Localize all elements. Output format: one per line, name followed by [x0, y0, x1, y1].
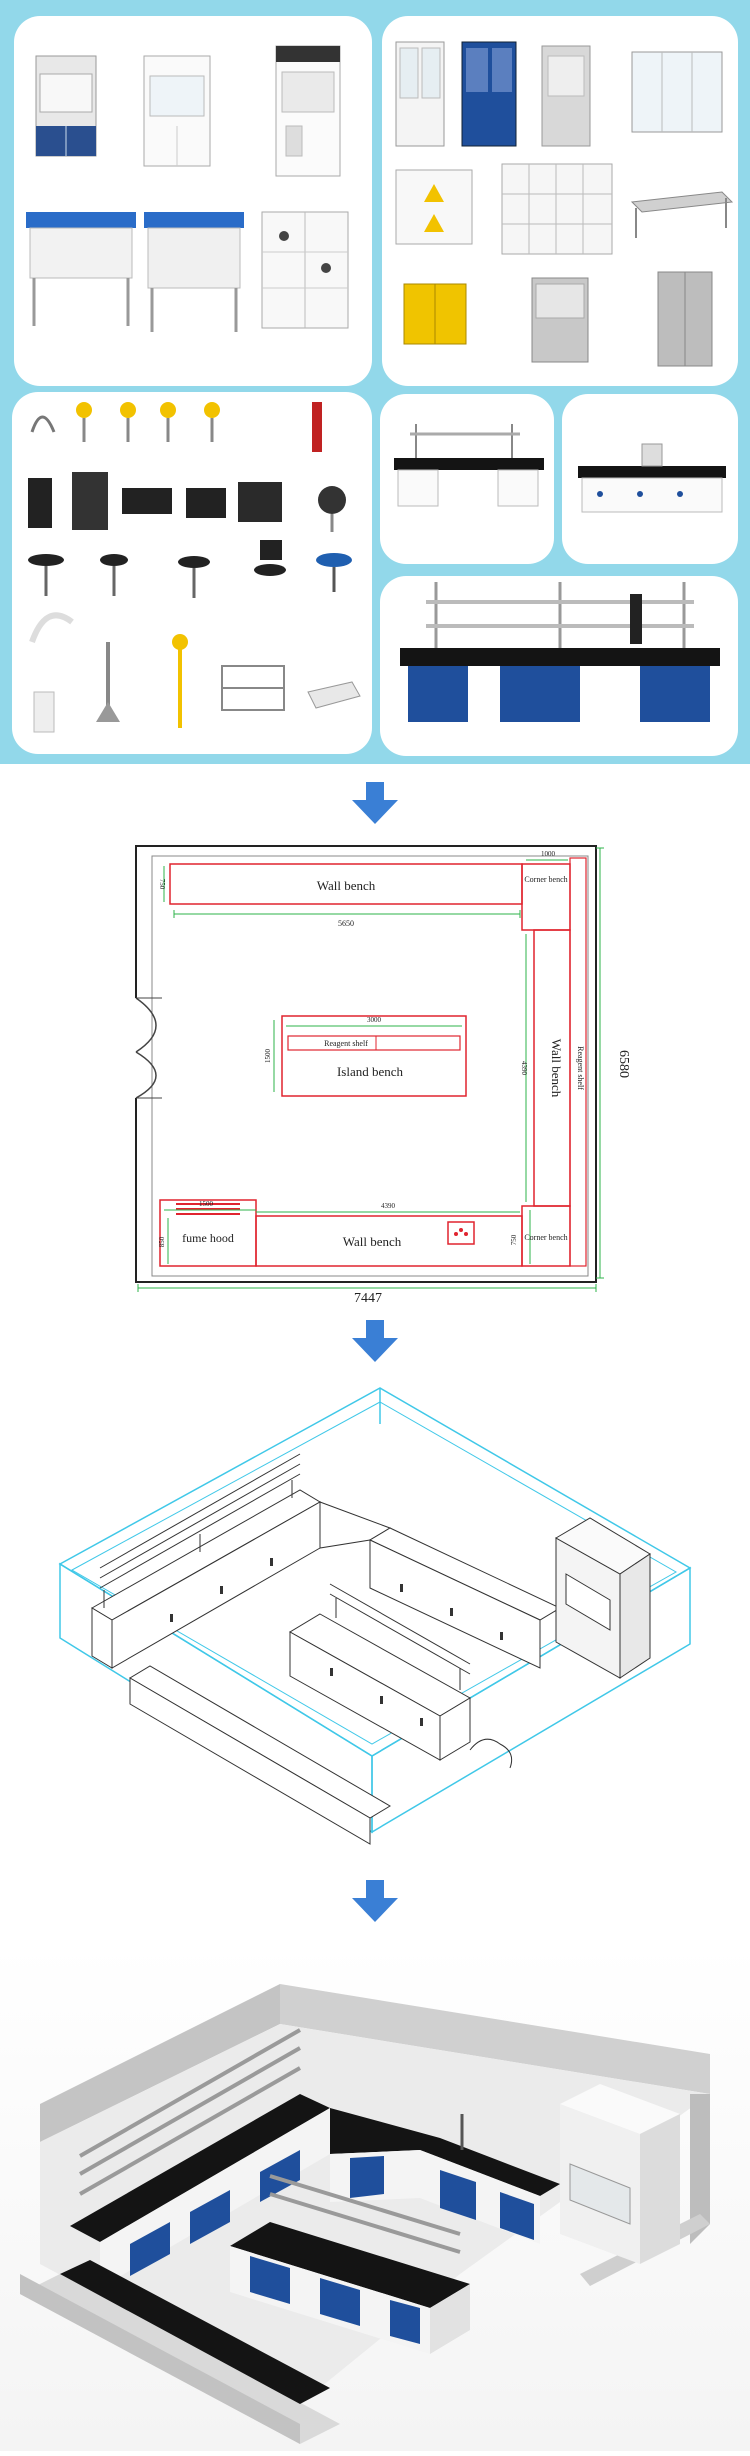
panel-accessories [12, 392, 372, 754]
bench-product-1 [394, 424, 544, 507]
product-steel-cabinet-2 [657, 271, 713, 367]
product-gas-cabinet [541, 45, 591, 147]
sink-icon [447, 1221, 475, 1245]
dimension-lines [137, 847, 604, 1292]
dim-4390-vertical: 4390 [520, 1061, 528, 1076]
label-island-bench: Island bench [337, 1064, 404, 1079]
dim-5650: 5650 [338, 919, 354, 928]
product-steel-cabinet-1 [531, 277, 589, 363]
panel-lab-bench-1 [380, 394, 554, 564]
panel-storage-cabinets [382, 16, 738, 386]
back-wall-right [280, 1984, 710, 2094]
iso-cabinet-details [170, 1558, 503, 1726]
label-wall-bench-top: Wall bench [317, 878, 376, 893]
dim-4390-horizontal: 4390 [381, 1202, 396, 1210]
isometric-line-drawing [58, 1387, 692, 1845]
floor-plan-section: Wall bench Corner bench Wall bench Reage… [0, 838, 750, 1308]
dim-850: 850 [158, 1236, 166, 1247]
back-wall-left [40, 1984, 280, 2142]
product-storage-cabinet [261, 211, 349, 329]
product-fume-hood-3 [275, 45, 341, 177]
product-fume-hood-1 [35, 55, 97, 157]
rendered-lab-section [0, 1944, 750, 2451]
island-bench-product [400, 582, 720, 722]
product-biosafety-cabinet-1 [26, 212, 136, 326]
fume-hood-plan [159, 1199, 257, 1267]
label-fume-hood: fume hood [182, 1231, 234, 1245]
blue-cabinets-left [130, 2150, 300, 2276]
product-blue-cabinet [461, 41, 517, 147]
isometric-line-drawing-section [0, 1378, 750, 1868]
panel-island-bench [380, 576, 738, 756]
label-wall-bench-bottom: Wall bench [343, 1234, 402, 1249]
label-corner-bench-bottom: Corner bench [524, 1233, 567, 1242]
front-bench-top [60, 2260, 330, 2404]
storage-cabinet-products [395, 41, 734, 367]
product-small-items [28, 472, 346, 532]
product-steel-table [630, 191, 734, 238]
product-fume-hood-2 [143, 55, 211, 167]
fume-hood-products [26, 45, 349, 332]
product-lab-equipment [29, 612, 361, 733]
product-faucets [30, 402, 322, 452]
panel-lab-bench-2 [562, 394, 738, 564]
bench-top-right [330, 2108, 560, 2196]
shelves-left [79, 2028, 301, 2196]
product-biosafety-cabinet-2 [144, 212, 244, 332]
label-reagent-shelf: Reagent shelf [324, 1039, 368, 1048]
label-corner-bench-top: Corner bench [524, 875, 567, 884]
down-arrow-icon [352, 782, 398, 824]
dim-750-top: 750 [158, 879, 166, 890]
blue-cabinets-right [350, 2156, 534, 2240]
dim-1000: 1000 [541, 850, 556, 858]
down-arrow-icon [352, 1880, 398, 1922]
product-yellow-cabinet [403, 283, 467, 345]
floor-plan-drawing: Wall bench Corner bench Wall bench Reage… [130, 845, 631, 1306]
product-glass-cabinet [395, 41, 445, 147]
island-bench-plan [281, 1015, 467, 1097]
rendered-lab-model [20, 1984, 710, 2444]
product-locker-cabinet [501, 163, 613, 255]
down-arrow-icon [352, 1320, 398, 1362]
label-corner-bench-top-text: Corner bench [524, 875, 567, 884]
product-flammable-cabinet [395, 169, 473, 245]
dim-3000: 3000 [367, 1016, 382, 1024]
iso-benches [91, 1453, 651, 1845]
reagent-shelf-plan [287, 1035, 461, 1051]
product-tall-glass-cabinet [631, 51, 723, 133]
label-wall-bench-right: Wall bench [549, 1039, 564, 1098]
dim-1500-left: 1500 [264, 1049, 272, 1064]
label-reagent-shelf-right: Reagent shelf [576, 1046, 585, 1090]
product-collage [0, 0, 750, 764]
panel-fume-hoods [14, 16, 372, 386]
dim-1500-bottom: 1500 [199, 1200, 214, 1208]
bench-product-2 [578, 443, 726, 513]
dim-7447: 7447 [354, 1291, 382, 1306]
dim-750-bottom: 750 [510, 1234, 518, 1245]
corner-bench-top [521, 863, 571, 931]
product-stools [28, 540, 352, 598]
island-top [230, 2222, 470, 2308]
accessory-products [28, 402, 361, 733]
dim-6580: 6580 [616, 1050, 631, 1078]
blue-cabinets-island [250, 2256, 420, 2344]
bench-top-left [70, 2094, 330, 2242]
shelves-island [269, 2174, 461, 2254]
